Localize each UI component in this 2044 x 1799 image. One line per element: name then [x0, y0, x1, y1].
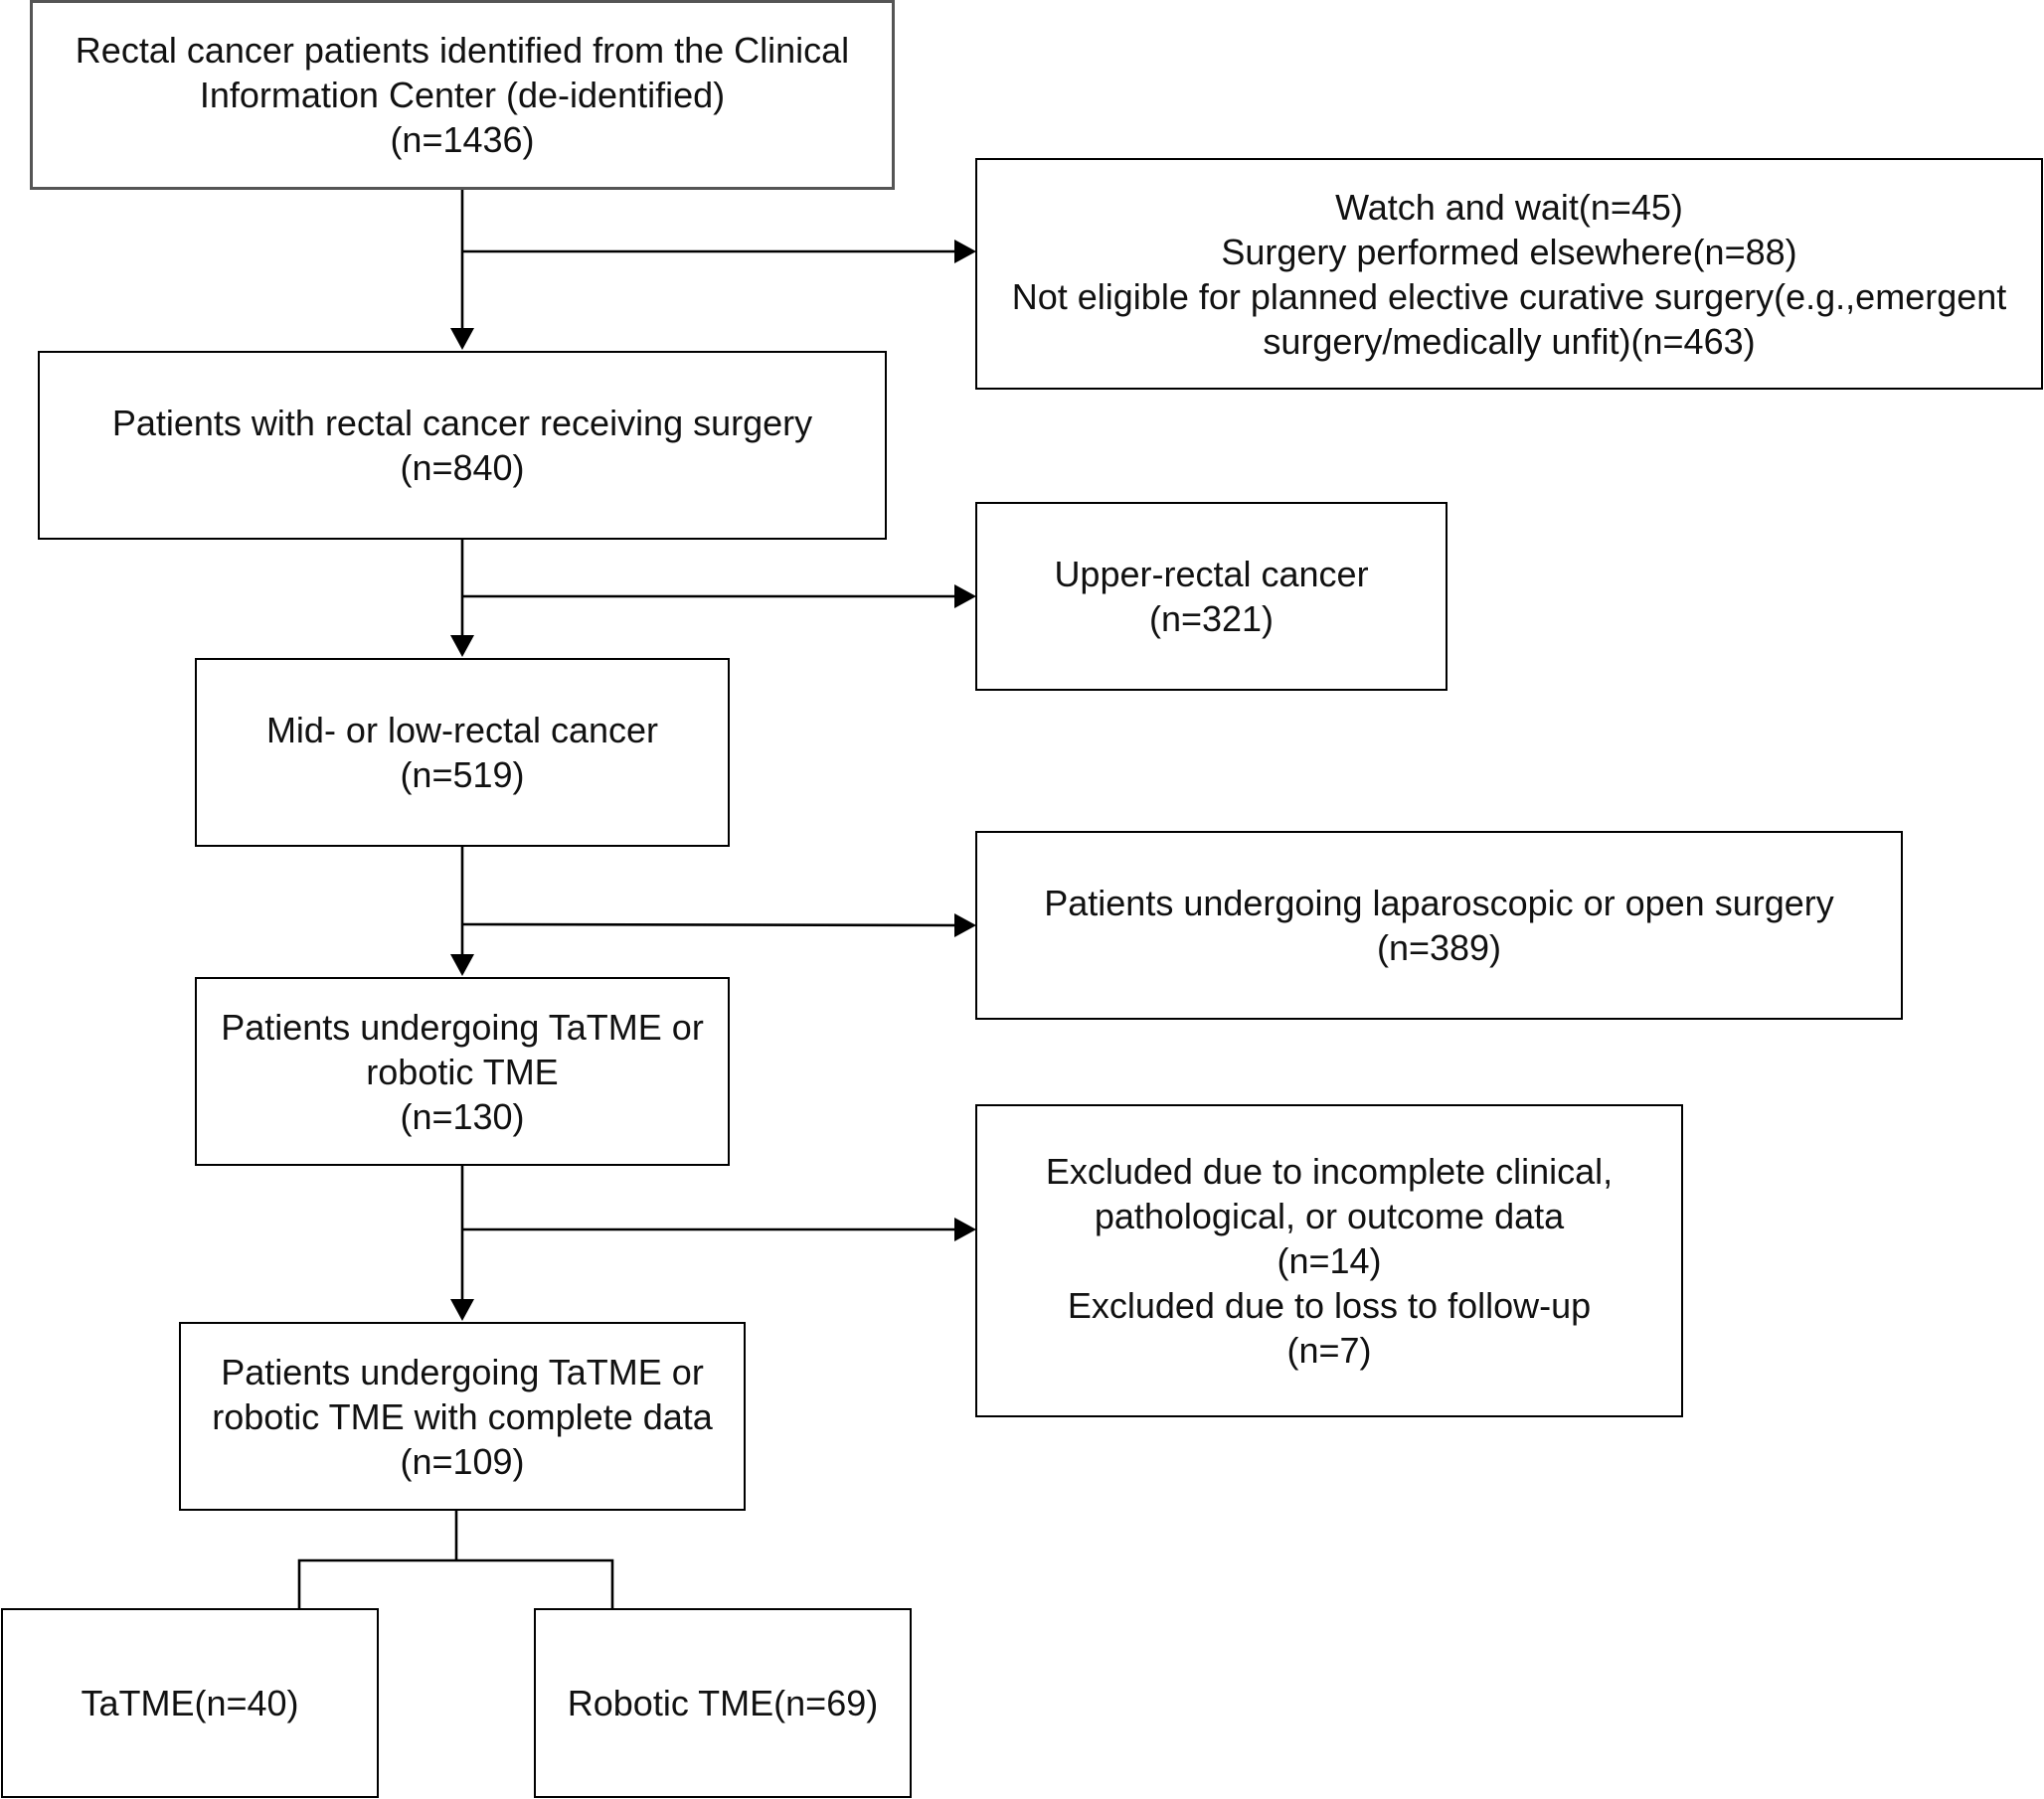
box-text-line: (n=14) — [1277, 1240, 1382, 1281]
excluded-box-1: Watch and wait(n=45) Surgery performed e… — [975, 158, 2043, 390]
box-text-line: Patients with rectal cancer receiving su… — [111, 403, 813, 443]
box-text-line: Not eligible for planned elective curati… — [1011, 275, 2007, 317]
arrowhead-down — [450, 328, 474, 350]
box-text-line: robotic TME — [366, 1051, 559, 1092]
surgery-box: Patients with rectal cancer receiving su… — [38, 351, 887, 540]
box-text-line: Patients undergoing laparoscopic or open… — [1044, 883, 1834, 923]
box-text-line: Information Center (de-identified) — [199, 75, 726, 115]
box-text-line: (n=321) — [1148, 598, 1275, 639]
mid-low-rectal-box: Mid- or low-rectal cancer (n=519) — [195, 658, 730, 847]
box-text-line: Patients undergoing TaTME or — [221, 1351, 704, 1392]
box-text-line: Mid- or low-rectal cancer — [265, 710, 659, 750]
box-text-line: TaTME(n=40) — [81, 1683, 299, 1723]
arrowhead-right — [954, 1218, 976, 1241]
complete-data-box: Patients undergoing TaTME or robotic TME… — [179, 1322, 746, 1511]
excluded-box-2: Excluded due to incomplete clinical, pat… — [975, 1104, 1683, 1417]
box-text-line: Excluded due to loss to follow-up — [1067, 1285, 1592, 1326]
arrowhead-right — [954, 584, 976, 608]
robotic-tme-box: Robotic TME(n=69) — [534, 1608, 912, 1798]
arrowhead-down — [450, 1299, 474, 1321]
box-text-line: Rectal cancer patients identified from t… — [75, 30, 850, 71]
arrowhead-down — [450, 954, 474, 976]
arrowhead-right — [954, 913, 976, 937]
box-text-line: (n=840) — [400, 447, 525, 488]
box-text-line: robotic TME with complete data — [212, 1395, 713, 1437]
box-text-line: Excluded due to incomplete clinical, — [1045, 1151, 1614, 1192]
box-text-line: (n=519) — [400, 754, 525, 795]
box-text-line: pathological, or outcome data — [1094, 1196, 1565, 1236]
box-text-line: (n=109) — [400, 1440, 525, 1482]
box-text-line: surgery/medically unfit)(n=463) — [1263, 320, 1756, 362]
box-text-line: (n=389) — [1376, 927, 1502, 968]
lap-open-box: Patients undergoing laparoscopic or open… — [975, 831, 1903, 1020]
box-text-line: Watch and wait(n=45) — [1335, 186, 1683, 228]
box-text-line: Patients undergoing TaTME or — [221, 1006, 704, 1048]
box-text-line: (n=1436) — [390, 119, 535, 160]
upper-rectal-box: Upper-rectal cancer (n=321) — [975, 502, 1448, 691]
tatme-robotic-box: Patients undergoing TaTME or robotic TME… — [195, 977, 730, 1166]
split-connector-branches — [297, 1558, 614, 1608]
arrow-to-lap-open — [461, 922, 963, 927]
arrowhead-down — [450, 635, 474, 657]
box-text-line: Surgery performed elsewhere(n=88) — [1221, 231, 1797, 272]
arrowhead-right — [954, 240, 976, 263]
box-text-line: (n=130) — [400, 1095, 525, 1137]
box-text-line: (n=7) — [1286, 1330, 1372, 1371]
box-text-line: Upper-rectal cancer — [1054, 554, 1369, 594]
tatme-box: TaTME(n=40) — [1, 1608, 379, 1798]
identified-box: Rectal cancer patients identified from t… — [30, 0, 895, 190]
box-text-line: Robotic TME(n=69) — [567, 1683, 879, 1723]
